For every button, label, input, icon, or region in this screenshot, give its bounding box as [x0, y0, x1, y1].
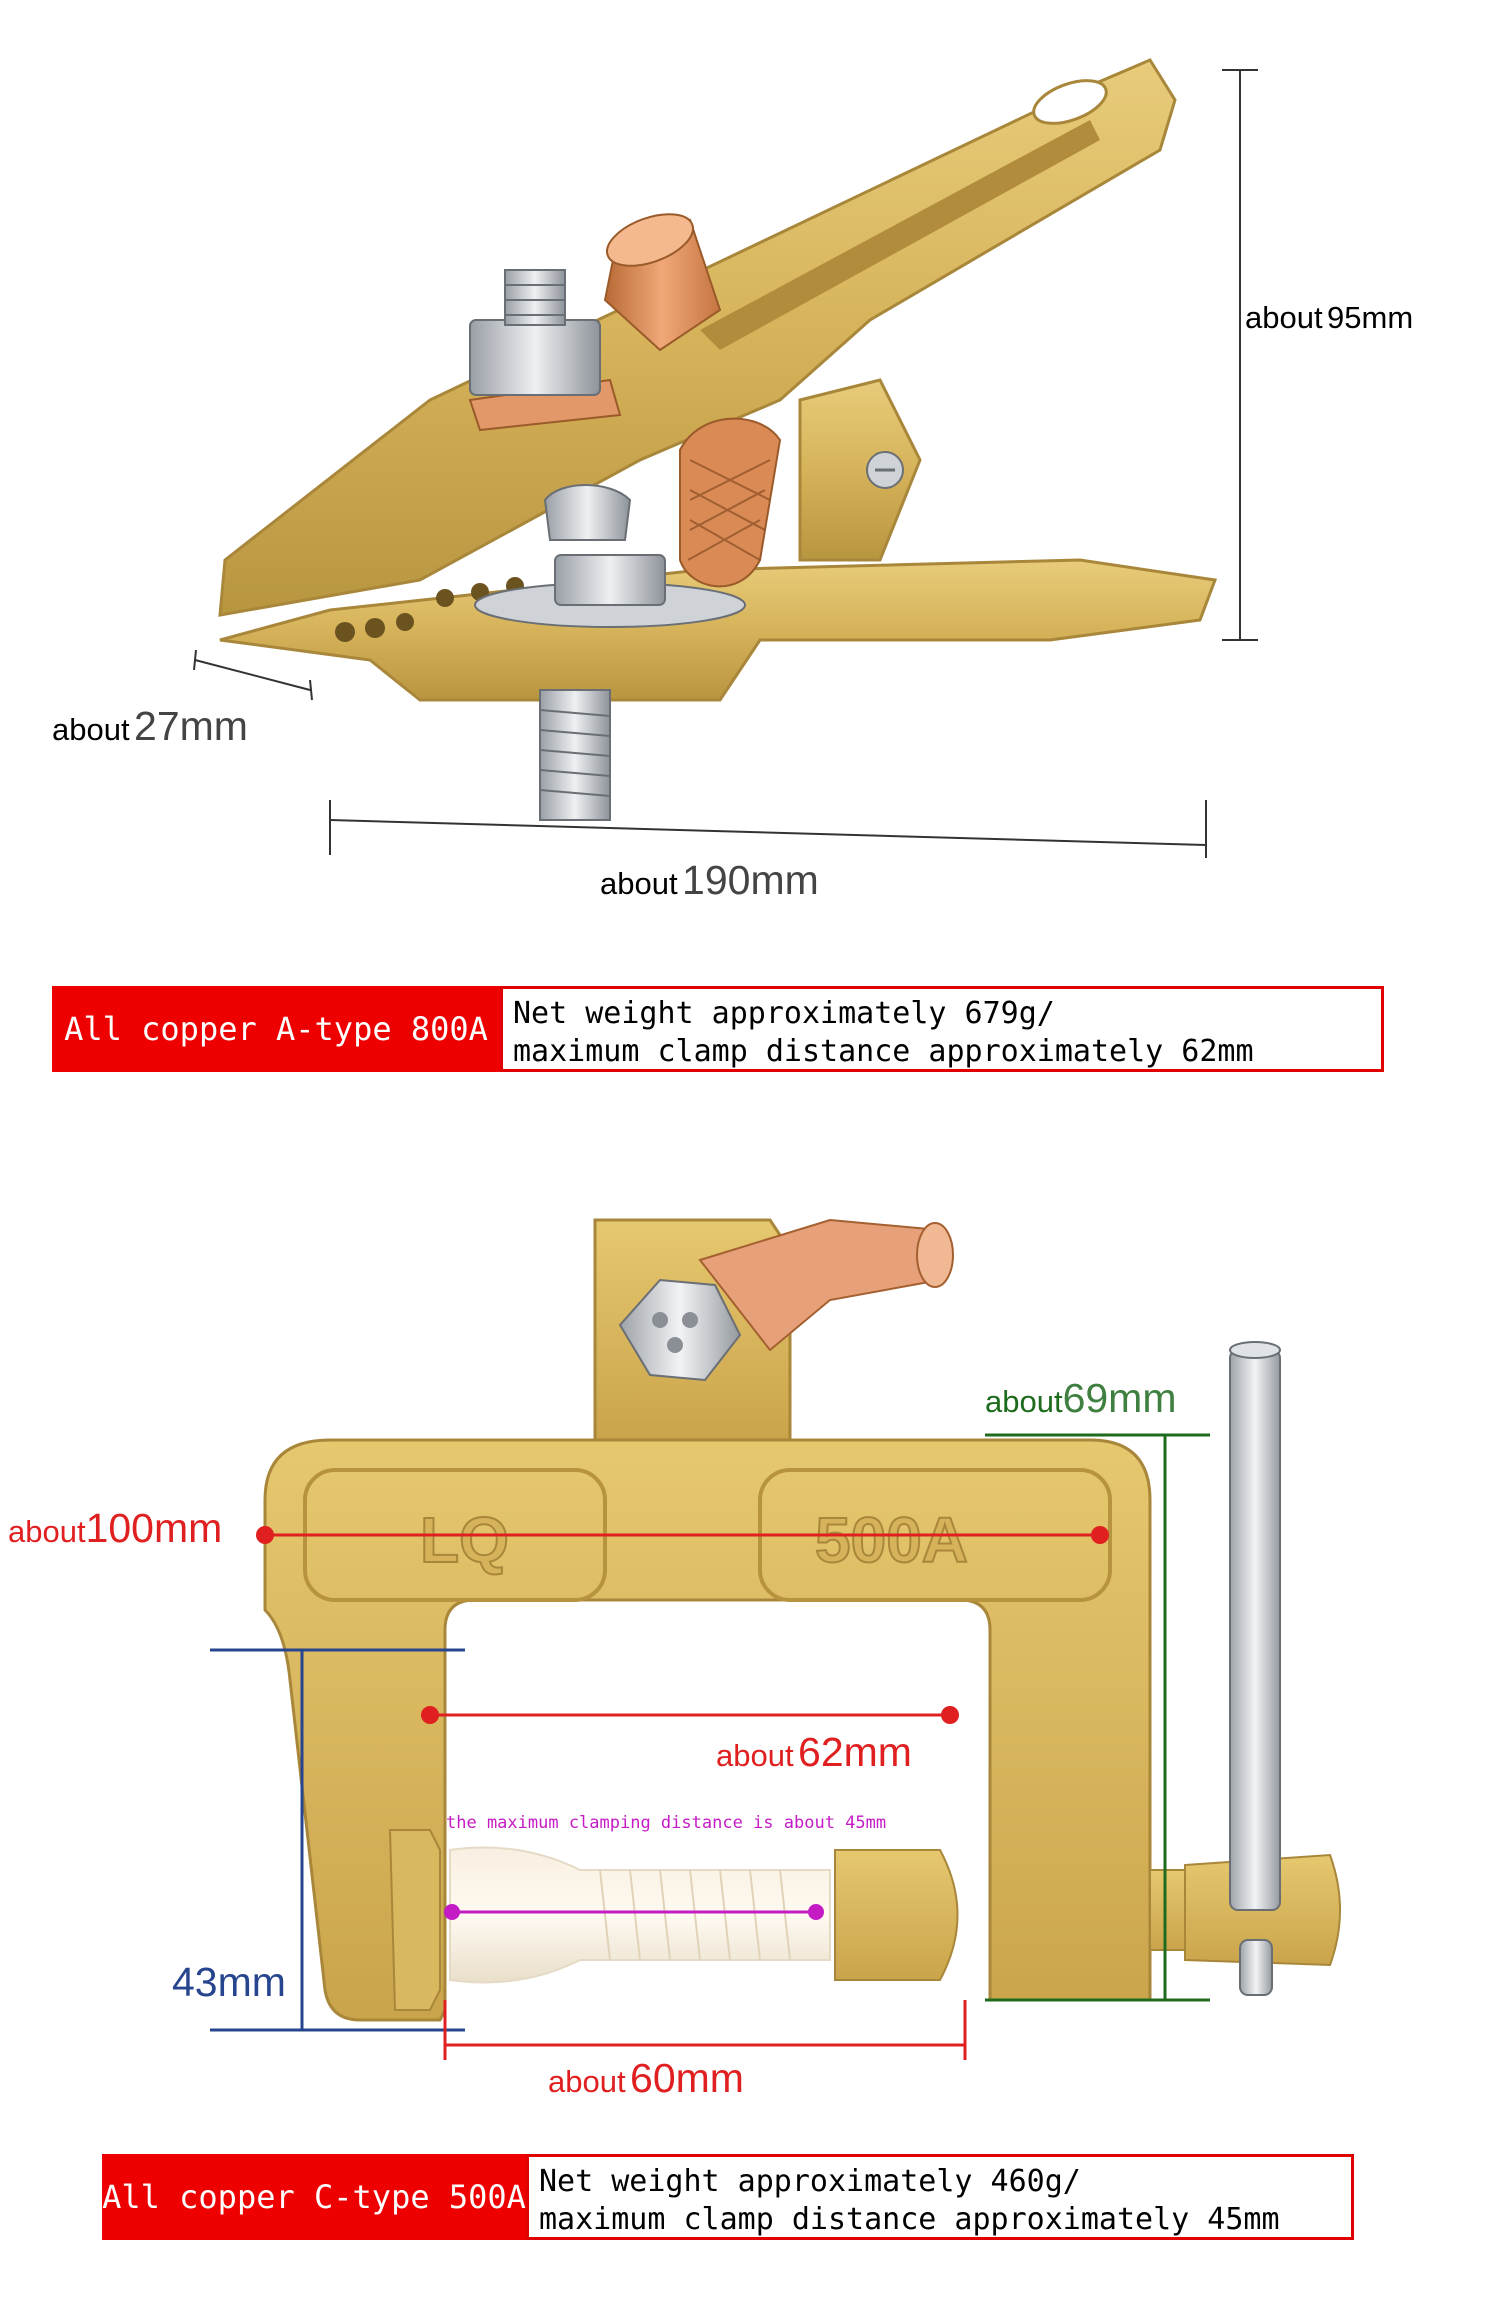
clamp-c-bottom-line: [443, 2000, 967, 2060]
clamp-c-frame: [263, 1438, 1152, 2022]
clamp-c-width-line: [256, 1526, 1109, 1544]
clamp-a-length-label: about 190mm: [600, 857, 819, 903]
clamp-c-height-label: about69mm: [985, 1375, 1177, 1421]
clamp-c-hex-bolt: [618, 1278, 742, 1382]
clamp-a-spec-line2: maximum clamp distance approximately 62m…: [513, 1033, 1254, 1069]
clamp-a-upper-jaw: [218, 58, 1177, 617]
clamp-c-stamp-500a: 500A: [815, 1504, 968, 1576]
clamp-a-spec-line1: Net weight approximately 679g/: [513, 996, 1055, 1031]
clamp-c-inner-line: [421, 1706, 959, 1724]
clamp-c-bottom-label: about 60mm: [548, 2055, 744, 2101]
clamp-a-width-label: about 27mm: [52, 703, 248, 749]
clamp-c-jaw-label: 43mm: [172, 1959, 286, 2005]
clamp-a-illustration: [193, 58, 1258, 858]
clamp-a-braid: [679, 417, 782, 588]
clamp-c-spec-line2: maximum clamp distance approximately 45m…: [539, 2201, 1280, 2237]
clamp-c-jaw-line: [210, 1648, 465, 2032]
clamp-a-nut: [469, 319, 601, 396]
clamp-c-spec-box: Net weight approximately 460g/ maximum c…: [526, 2154, 1354, 2240]
clamp-c-illustration: LQ 500A: [210, 1218, 1341, 2060]
clamp-c-height-line: [985, 1433, 1210, 2002]
clamp-a-dimension-lines: [193, 69, 1258, 858]
clamp-c-screw: [449, 1846, 831, 1984]
clamp-c-spec-line1: Net weight approximately 460g/: [539, 2164, 1081, 2199]
clamp-c-clamping-line: [444, 1904, 824, 1920]
clamp-a-teeth: [335, 577, 524, 642]
clamp-c-name-badge: All copper C-type 500A: [102, 2154, 526, 2240]
clamp-a-spec-box: Net weight approximately 679g/ maximum c…: [500, 986, 1384, 1072]
clamp-c-clamping-note: the maximum clamping distance is about 4…: [446, 1813, 887, 1833]
clamp-c-jaw-pad: [388, 1829, 441, 2011]
clamp-c-inner-label: about 62mm: [716, 1729, 912, 1775]
clamp-c-width-label: about100mm: [8, 1505, 223, 1551]
clamp-a-height-label: about 95mm: [1245, 300, 1414, 335]
clamp-c-t-bar: [1229, 1349, 1281, 1911]
clamp-c-stamp-lq: LQ: [420, 1504, 509, 1576]
clamp-a-name-badge: All copper A-type 800A: [52, 986, 500, 1072]
